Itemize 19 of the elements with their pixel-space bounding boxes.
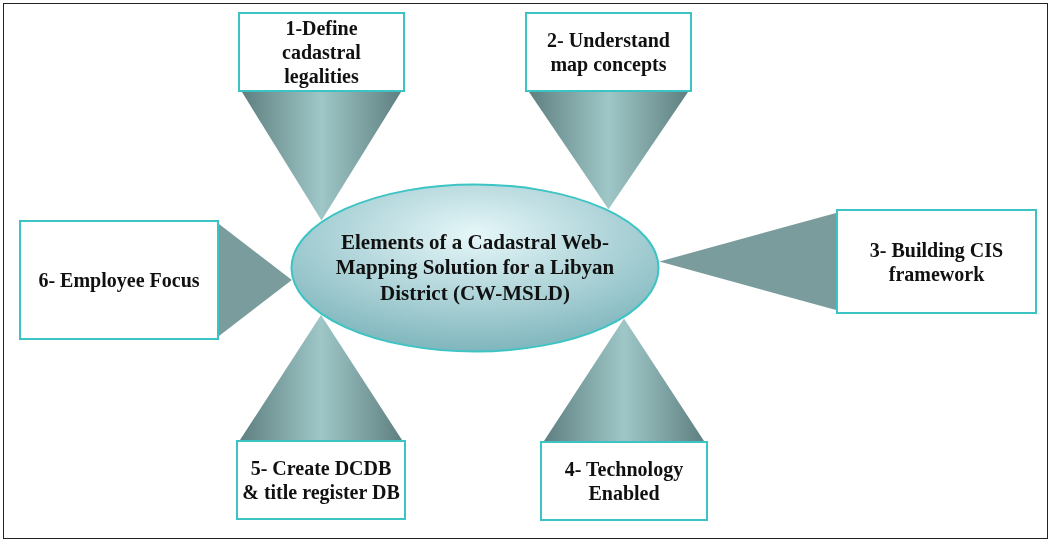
step-box bbox=[238, 12, 405, 92]
step-label: 1-Define cadastral legalities bbox=[281, 16, 362, 88]
wedge-arrow bbox=[659, 213, 836, 310]
step-box bbox=[236, 440, 406, 520]
center-title: Elements of a Cadastral Web-Mapping Solution for a Libyan District (CW-MSLD) bbox=[334, 230, 616, 306]
step-label: 6- Employee Focus bbox=[38, 268, 200, 292]
wedge-arrow bbox=[242, 92, 401, 221]
wedge-arrow bbox=[544, 318, 704, 441]
step-label: 2- Understand map concepts bbox=[546, 28, 671, 76]
step-label: 3- Building CIS framework bbox=[868, 237, 1005, 286]
step-box bbox=[540, 441, 708, 521]
step-label: 4- Technology Enabled bbox=[563, 457, 685, 505]
step-box bbox=[19, 220, 219, 340]
wedge-arrow bbox=[529, 92, 688, 210]
step-box bbox=[525, 12, 692, 92]
step-box bbox=[836, 209, 1037, 314]
step-label: 5- Create DCDB & title register DB bbox=[242, 456, 400, 504]
wedge-arrow bbox=[219, 224, 292, 336]
wedge-arrow bbox=[240, 315, 402, 440]
